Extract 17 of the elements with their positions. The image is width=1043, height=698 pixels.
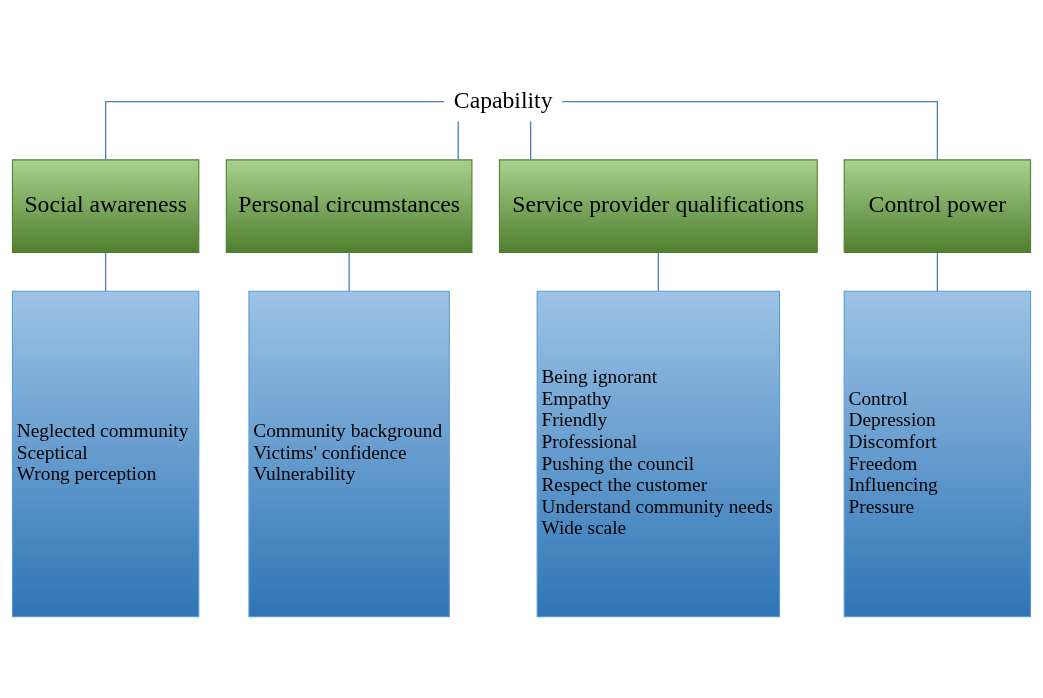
connector — [561, 100, 938, 160]
connector — [936, 251, 938, 292]
node-box: Service provider qualifications — [498, 158, 818, 253]
node-box: Control power — [843, 158, 1032, 253]
node-box: Social awareness — [11, 158, 200, 253]
node-box: Community background Victims' confidence Vulnerability — [248, 290, 450, 617]
connector — [530, 120, 532, 160]
node-box: Being ignorant Empathy Friendly Professional Pushing the council Respect the customer Understand community needs Wide scale — [536, 290, 781, 617]
connector — [105, 100, 445, 160]
node-box: Neglected community Sceptical Wrong perception — [11, 290, 200, 617]
node-box: Personal circumstances — [225, 158, 473, 253]
connector — [657, 251, 659, 292]
connector — [105, 251, 107, 292]
node-box: Control Depression Discomfort Freedom Influencing Pressure — [843, 290, 1032, 617]
connector — [348, 251, 350, 292]
connector — [457, 120, 459, 160]
node-text: Capability — [453, 86, 553, 113]
